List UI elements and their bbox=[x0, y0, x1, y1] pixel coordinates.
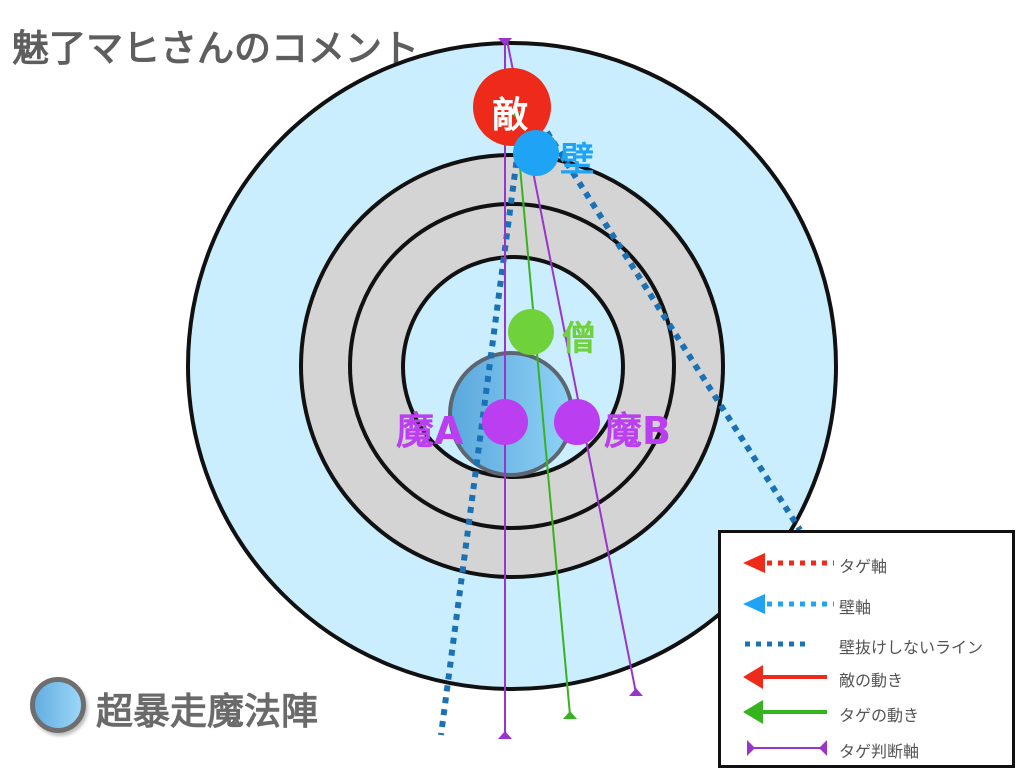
enemy-label: 敵 bbox=[492, 95, 529, 136]
legend-label: 敵の動き bbox=[839, 671, 904, 690]
page-title: 魅了マヒさんのコメント bbox=[12, 27, 419, 70]
legend-label: タゲの動き bbox=[839, 706, 920, 725]
dark-blue-dotted-line-icon bbox=[745, 641, 811, 647]
legend-label: 壁抜けしないライン bbox=[839, 638, 984, 657]
judge-axis-b-bottom-cap bbox=[629, 688, 643, 696]
enemy-marker bbox=[473, 68, 551, 146]
priest-label: 僧 bbox=[562, 319, 596, 359]
legend: タゲ軸 壁軸 壁抜けしないライン 敵の動き タゲの動き タゲ bbox=[718, 530, 1015, 768]
middle-ring bbox=[348, 202, 676, 530]
legend-item-tag-axis: タゲ軸 bbox=[721, 549, 1012, 579]
legend-label: タゲ判断軸 bbox=[839, 742, 920, 761]
purple-bar-icon bbox=[747, 740, 827, 756]
priest-marker bbox=[508, 309, 554, 355]
red-dotted-arrow-icon bbox=[743, 553, 834, 573]
wall-label: 壁 bbox=[560, 140, 594, 180]
mage-b-marker bbox=[554, 399, 600, 445]
legend-item-tag-judge-axis: タゲ判断軸 bbox=[721, 734, 1012, 764]
tag-move-cap bbox=[563, 711, 577, 719]
judge-axis-a-bottom-cap bbox=[498, 731, 512, 739]
blue-dotted-arrow-icon bbox=[743, 594, 834, 614]
legend-item-no-wall-pass: 壁抜けしないライン bbox=[721, 630, 1012, 660]
legend-label: 壁軸 bbox=[839, 598, 872, 617]
magic-circle-icon bbox=[30, 677, 86, 733]
mage-b-label: 魔B bbox=[604, 409, 671, 453]
tag-move-head bbox=[509, 111, 521, 117]
magic-circle-key-label: 超暴走魔法陣 bbox=[96, 690, 318, 733]
legend-label: タゲ軸 bbox=[839, 557, 888, 576]
green-arrow-icon bbox=[743, 700, 827, 724]
legend-item-tag-move: タゲの動き bbox=[721, 698, 1012, 728]
judge-axis-top-cap bbox=[498, 38, 512, 46]
mage-a-marker bbox=[482, 399, 528, 445]
legend-item-wall-axis: 壁軸 bbox=[721, 590, 1012, 620]
wall-marker bbox=[513, 130, 559, 176]
red-arrow-icon bbox=[743, 665, 827, 689]
tag-move-line bbox=[514, 111, 571, 716]
mage-a-label: 魔A bbox=[396, 409, 464, 453]
legend-item-enemy-move: 敵の動き bbox=[721, 663, 1012, 693]
